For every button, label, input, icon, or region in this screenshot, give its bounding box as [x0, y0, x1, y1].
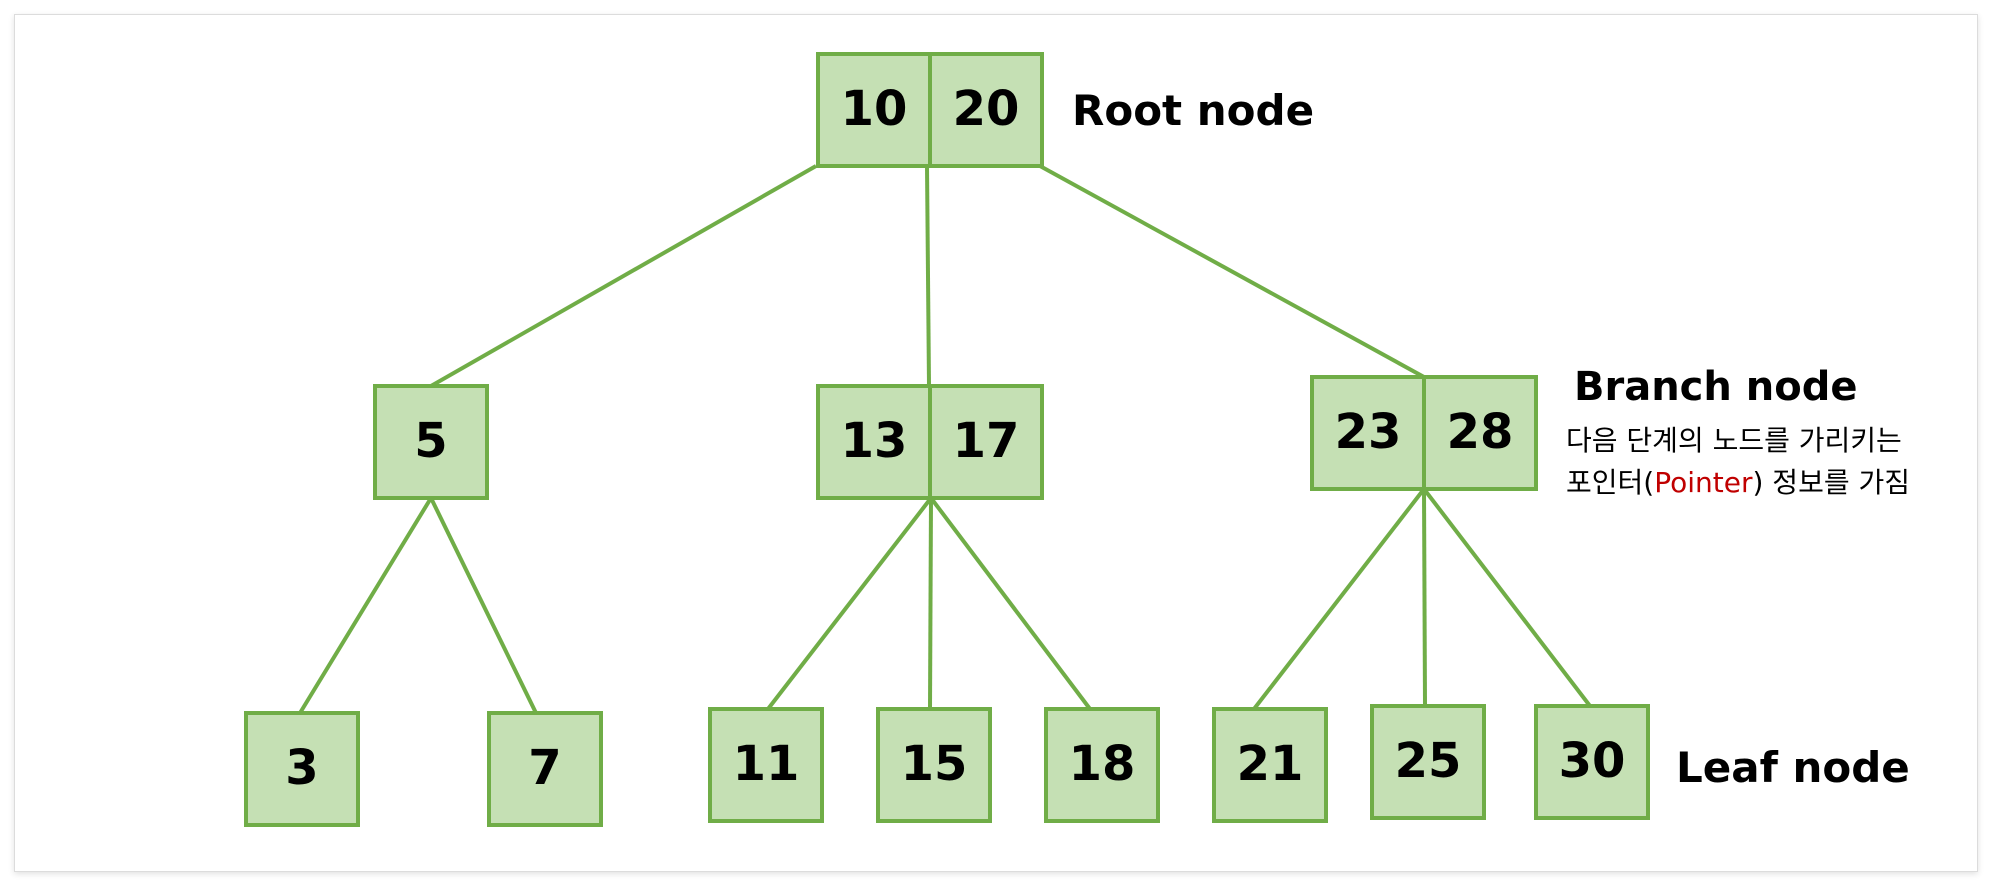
edge-branch-middle-to-leaf-18 — [929, 496, 1092, 711]
node-cell — [487, 711, 603, 827]
edge-branch-middle-to-leaf-15 — [928, 497, 933, 710]
node-cell — [1422, 375, 1538, 491]
node-key: 5 — [414, 413, 447, 469]
node-leaf-11: 11 — [708, 707, 824, 823]
node-cell — [1370, 704, 1486, 820]
nodes-layer: 10 20 5 13 17 23 28 3 7 11 15 18 21 25 30 — [244, 52, 1650, 827]
edge-branch-left-to-leaf-7 — [429, 497, 538, 714]
edge-branch-right-to-leaf-25 — [1422, 488, 1427, 707]
node-key: 17 — [953, 413, 1020, 469]
edge-branch-right-to-leaf-30 — [1422, 487, 1592, 708]
node-leaf-7: 7 — [487, 711, 603, 827]
node-key: 28 — [1447, 404, 1514, 460]
node-branch-left: 5 — [373, 384, 489, 500]
node-cell — [928, 52, 1044, 168]
edge-branch-left-to-leaf-3 — [298, 496, 433, 715]
node-key: 20 — [953, 81, 1020, 137]
node-branch-middle: 13 17 — [816, 384, 1044, 500]
branch-desc-line1: 다음 단계의 노드를 가리키는 — [1566, 424, 1902, 457]
node-key: 7 — [528, 740, 561, 796]
branch-node-label: Branch node — [1574, 364, 1858, 410]
node-cell — [373, 384, 489, 500]
node-cell — [244, 711, 360, 827]
branch-desc-prefix: 포인터( — [1566, 466, 1655, 499]
edges-layer — [298, 164, 1592, 715]
root-node-label: Root node — [1072, 86, 1315, 135]
leaf-node-label: Leaf node — [1676, 743, 1910, 792]
branch-desc-suffix: ) 정보를 가짐 — [1752, 466, 1911, 499]
node-key: 21 — [1237, 736, 1304, 792]
node-cell — [876, 707, 992, 823]
node-key: 25 — [1395, 733, 1462, 789]
node-cell — [708, 707, 824, 823]
node-key: 18 — [1069, 736, 1136, 792]
node-cell — [928, 384, 1044, 500]
edge-root-to-branch-middle — [925, 165, 931, 387]
node-cell — [1534, 704, 1650, 820]
edge-root-to-branch-left — [430, 164, 817, 388]
node-cell — [1212, 707, 1328, 823]
node-leaf-25: 25 — [1370, 704, 1486, 820]
node-leaf-15: 15 — [876, 707, 992, 823]
node-root: 10 20 — [816, 52, 1044, 168]
node-key: 23 — [1335, 404, 1402, 460]
node-key: 10 — [841, 81, 908, 137]
node-cell — [1044, 707, 1160, 823]
node-leaf-21: 21 — [1212, 707, 1328, 823]
node-leaf-30: 30 — [1534, 704, 1650, 820]
branch-node-description: 다음 단계의 노드를 가리키는 포인터(Pointer) 정보를 가짐 — [1566, 420, 1910, 504]
node-branch-right: 23 28 — [1310, 375, 1538, 491]
edge-branch-middle-to-leaf-11 — [766, 496, 933, 711]
branch-desc-line2: 포인터(Pointer) 정보를 가짐 — [1566, 462, 1910, 504]
node-key: 15 — [901, 736, 968, 792]
node-cell — [1310, 375, 1426, 491]
node-key: 13 — [841, 413, 908, 469]
node-key: 3 — [285, 740, 318, 796]
node-key: 30 — [1559, 733, 1626, 789]
node-key: 11 — [733, 736, 800, 792]
pointer-term: Pointer — [1654, 466, 1753, 499]
node-leaf-18: 18 — [1044, 707, 1160, 823]
edge-branch-right-to-leaf-21 — [1252, 487, 1426, 711]
node-leaf-3: 3 — [244, 711, 360, 827]
edge-root-to-branch-right — [1039, 164, 1425, 379]
node-cell — [816, 52, 932, 168]
